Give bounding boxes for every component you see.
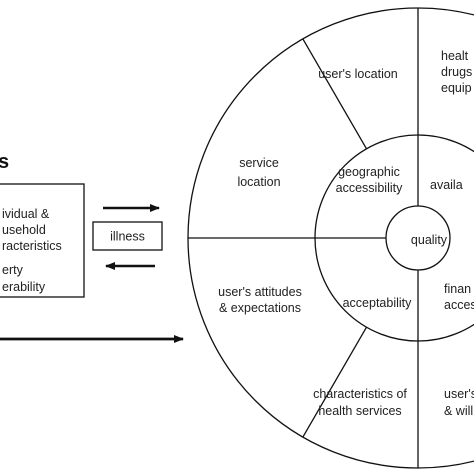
household-characteristics-box — [0, 183, 85, 298]
users-willingness-line-1: user's — [444, 387, 474, 401]
service-location-line-1: service — [239, 156, 279, 170]
spoke-lower-left — [302, 326, 368, 438]
section-heading: s — [0, 151, 9, 173]
access-wheel — [187, 7, 474, 469]
health-drugs-line-3: equip — [441, 81, 472, 95]
illness-label: illness — [110, 230, 145, 244]
service-location-line-2: location — [237, 175, 280, 189]
acceptability-label: acceptability — [343, 296, 413, 310]
household-box-line-2: usehold — [2, 223, 46, 237]
center-quality-label: quality — [411, 233, 448, 247]
household-box-line-3: racteristics — [2, 239, 62, 253]
financial-accessibility-line-1: finan — [444, 282, 471, 296]
household-box-line-5: erability — [2, 280, 46, 294]
users-attitudes-line-1: user's attitudes — [218, 285, 302, 299]
users-willingness-line-2: & will — [444, 404, 473, 418]
financial-accessibility-line-2: access — [444, 298, 474, 312]
characteristics-of-health-services-line-2: health services — [318, 404, 401, 418]
geographic-accessibility-line-2: accessibility — [336, 181, 403, 195]
spoke-upper-left — [302, 38, 368, 150]
users-attitudes-line-2: & expectations — [219, 301, 301, 315]
users-location-label: user's location — [318, 67, 398, 81]
household-box-line-1: ividual & — [2, 207, 50, 221]
household-box-line-4: erty — [2, 263, 24, 277]
characteristics-of-health-services-line-1: characteristics of — [313, 387, 407, 401]
availability-label: availa — [430, 178, 463, 192]
health-drugs-line-2: drugs — [441, 65, 472, 79]
health-drugs-line-1: healt — [441, 49, 469, 63]
geographic-accessibility-line-1: geographic — [338, 165, 400, 179]
illness-box — [92, 221, 163, 251]
